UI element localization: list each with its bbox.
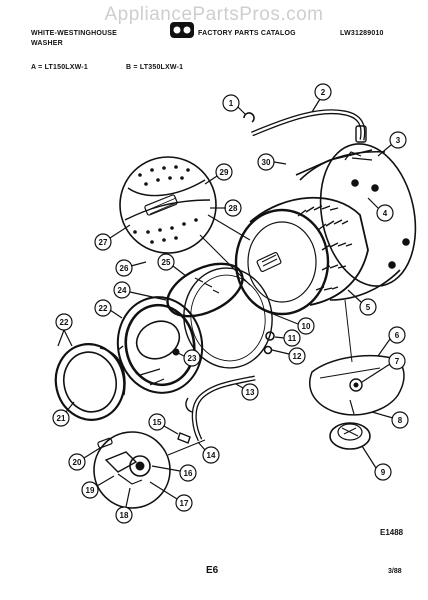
callout-4 [367, 197, 394, 222]
hose-clamp-1 [243, 112, 255, 123]
catalog-date: 3/88 [388, 568, 402, 575]
callout-label: 22 [99, 304, 108, 313]
callout-2 [311, 83, 332, 113]
callout-5 [347, 289, 377, 316]
callout-6 [377, 326, 406, 357]
callout-13 [235, 383, 259, 401]
callout-16 [151, 464, 197, 482]
callout-26 [115, 259, 147, 277]
callout-label: 6 [395, 331, 400, 340]
leader-pump [344, 299, 353, 363]
callout-label: 14 [207, 451, 216, 460]
callout-label: 19 [86, 486, 95, 495]
callout-label: 20 [73, 458, 82, 467]
callout-17 [149, 481, 193, 512]
model-a: A = LT150LXW-1 [31, 64, 88, 71]
callout-label: 27 [99, 238, 108, 247]
callout-7 [361, 352, 406, 383]
spin-basket [234, 196, 369, 316]
callout-1 [222, 94, 247, 116]
callout-22a [94, 299, 123, 319]
callout-label: 2 [321, 88, 326, 97]
pump-assembly [309, 354, 405, 450]
drain-hose [185, 375, 256, 442]
callout-20 [68, 447, 101, 471]
callout-label: 10 [302, 322, 311, 331]
callout-label: 12 [293, 352, 302, 361]
callout-label: 30 [262, 158, 271, 167]
catalog-title: FACTORY PARTS CATALOG [198, 30, 296, 37]
front-tub-cover [116, 296, 204, 394]
callout-27 [94, 224, 131, 251]
callout-label: 28 [229, 204, 238, 213]
callout-label: 26 [120, 264, 129, 273]
callout-19 [81, 475, 115, 499]
callout-label: 21 [57, 414, 66, 423]
clamp-11 [265, 331, 275, 341]
callout-22b [55, 313, 73, 347]
callout-label: 16 [184, 469, 193, 478]
callout-25 [157, 253, 187, 277]
figure-code: E1488 [380, 528, 404, 537]
callout-15 [148, 413, 179, 435]
clamp-15 [177, 432, 191, 444]
callout-label: 29 [220, 168, 229, 177]
callout-8 [371, 411, 409, 429]
callout-10 [267, 311, 315, 335]
brand-line-1: WHITE-WESTINGHOUSE [31, 30, 118, 37]
callout-12 [271, 347, 306, 365]
callout-label: 8 [398, 416, 403, 425]
brand-line-2: WASHER [31, 40, 63, 47]
callout-24 [113, 281, 167, 301]
brand-logo [170, 22, 194, 38]
callout-label: 11 [288, 334, 297, 343]
watermark: AppliancePartsPros.com [104, 4, 324, 25]
callout-label: 4 [383, 209, 388, 218]
clamp-12 [263, 345, 273, 355]
outer-tub [295, 143, 417, 301]
callouts [52, 83, 409, 524]
doc-number: LW31289010 [340, 30, 384, 37]
callout-14 [197, 441, 220, 464]
callout-label: 1 [229, 99, 234, 108]
callout-label: 22 [60, 318, 69, 327]
callout-9 [361, 445, 392, 481]
callout-11 [274, 329, 301, 347]
callout-3 [377, 131, 407, 157]
callout-30 [257, 153, 287, 171]
callout-label: 9 [381, 468, 386, 477]
callout-label: 15 [153, 418, 162, 427]
callout-label: 18 [120, 511, 129, 520]
callout-label: 24 [118, 286, 127, 295]
model-b: B = LT350LXW-1 [126, 64, 184, 71]
callout-label: 7 [395, 357, 400, 366]
callout-23 [177, 349, 201, 367]
callout-label: 23 [188, 354, 197, 363]
callout-label: 3 [396, 136, 401, 145]
callout-label: 5 [366, 303, 371, 312]
callout-18 [115, 487, 133, 524]
callout-28 [210, 199, 242, 217]
callout-label: 25 [162, 258, 171, 267]
door-boot [54, 343, 126, 421]
callout-21 [52, 401, 75, 427]
page-number: E6 [206, 565, 219, 576]
inset-detail [119, 156, 251, 286]
callout-label: 17 [180, 499, 189, 508]
lower-inset [93, 431, 206, 509]
callout-29 [204, 163, 233, 185]
fill-hose [251, 109, 367, 143]
callout-label: 13 [246, 388, 255, 397]
